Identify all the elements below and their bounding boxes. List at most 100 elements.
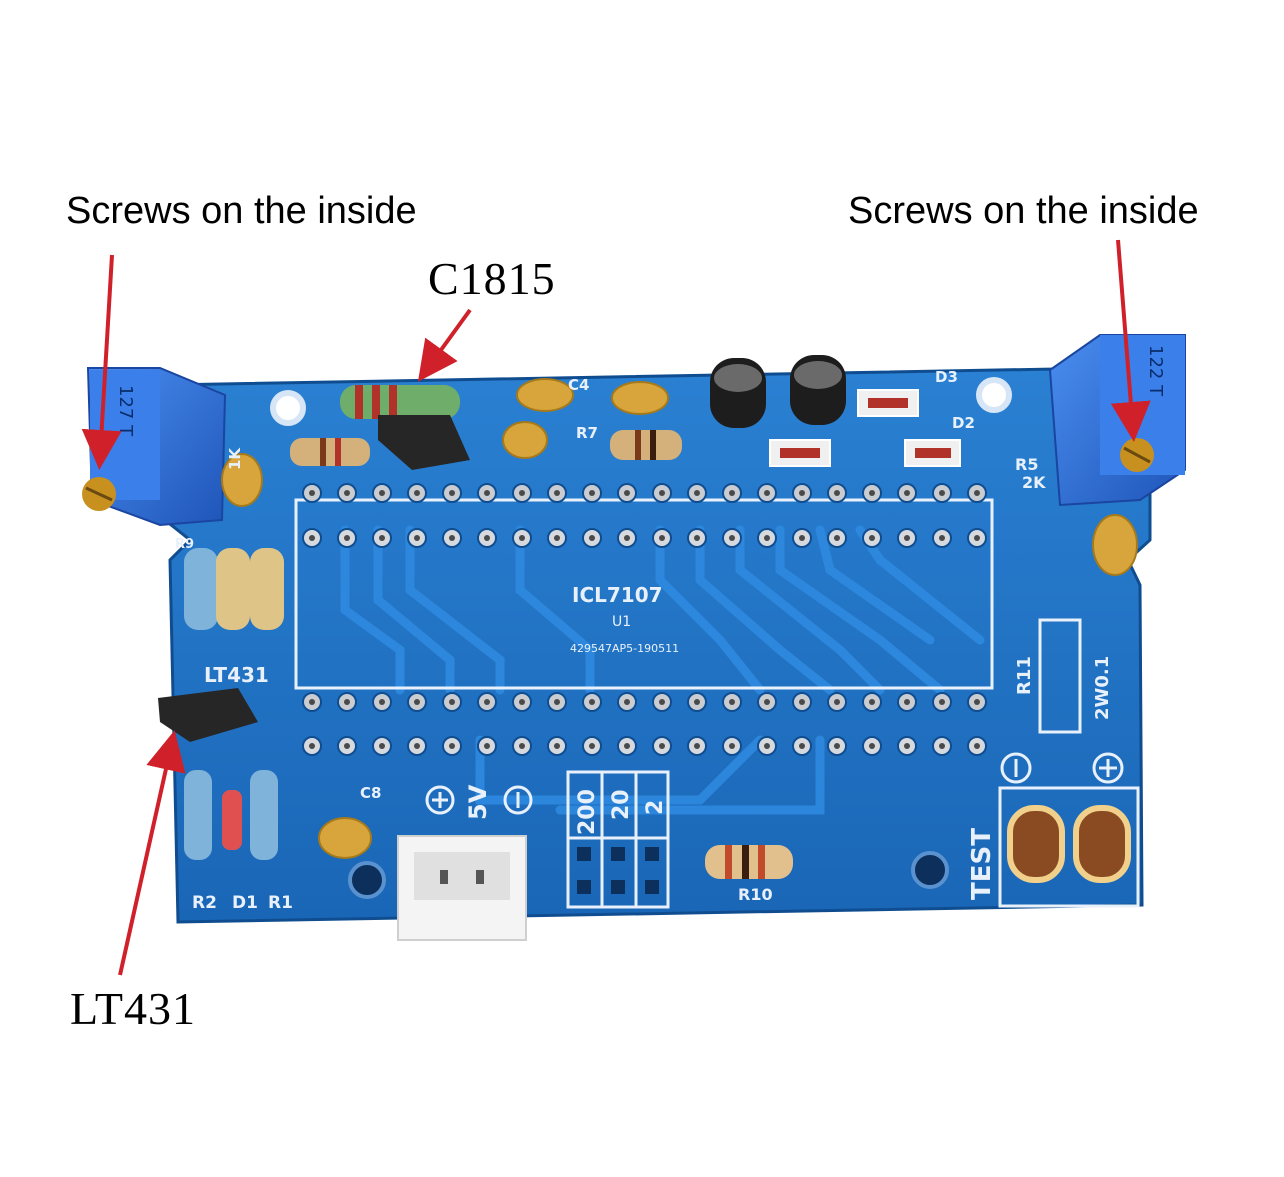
c1815-label: C1815: [428, 253, 556, 304]
pad-hole: [764, 535, 770, 541]
pad-hole: [799, 490, 805, 496]
pad-hole: [939, 490, 945, 496]
pad-hole: [624, 743, 630, 749]
right-screws-label: Screws on the inside: [848, 190, 1199, 232]
silk-lt431: LT431: [204, 663, 269, 687]
pad-hole: [519, 535, 525, 541]
test-terminals: TEST: [967, 752, 1140, 908]
chip-name: ICL7107: [572, 583, 663, 607]
power-5v-label: 5V: [464, 784, 492, 820]
lt431-arrow: [118, 730, 186, 976]
pad-hole: [519, 743, 525, 749]
mounting-holes: [270, 377, 1012, 899]
pad-hole: [624, 699, 630, 705]
diodes: [769, 389, 961, 467]
c1815-arrow: [417, 308, 472, 382]
pad-hole: [449, 490, 455, 496]
pad-hole: [904, 490, 910, 496]
pad-hole: [974, 490, 980, 496]
pad-hole: [449, 535, 455, 541]
chip-outline: [294, 498, 994, 690]
ceramic-capacitors: [221, 378, 1138, 859]
silk-r2: R2: [192, 893, 217, 913]
silk-r9: R9: [175, 537, 194, 552]
right-screws-arrow: [1110, 239, 1151, 442]
pad-hole: [869, 535, 875, 541]
pad-hole: [764, 699, 770, 705]
silk-d1: D1: [232, 893, 258, 913]
pad-hole: [834, 699, 840, 705]
copper-traces: [340, 525, 985, 815]
pad-hole: [764, 743, 770, 749]
pad-hole: [974, 699, 980, 705]
pad-hole: [939, 535, 945, 541]
pad-hole: [694, 535, 700, 541]
electrolytic-capacitors: [710, 355, 846, 428]
range-2: 2: [643, 800, 668, 815]
pad-hole: [484, 490, 490, 496]
pad-hole: [379, 743, 385, 749]
silk-c4: C4: [568, 376, 589, 394]
pad-hole: [624, 490, 630, 496]
pad-hole: [869, 743, 875, 749]
pad-hole: [554, 743, 560, 749]
pad-hole: [694, 699, 700, 705]
pad-hole: [414, 490, 420, 496]
pad-hole: [729, 490, 735, 496]
lt431-transistor: [158, 688, 258, 742]
resistors: [184, 385, 793, 879]
pad-rows: [302, 483, 987, 756]
pad-hole: [589, 490, 595, 496]
power-connector: 5V: [397, 784, 533, 941]
silk-d3: D3: [935, 368, 958, 386]
pad-hole: [344, 535, 350, 541]
silk-r11-value: 2W0.1: [1092, 656, 1113, 720]
silk-d2: D2: [952, 414, 975, 432]
pad-hole: [939, 743, 945, 749]
silk-r10: R10: [738, 885, 773, 904]
pad-hole: [589, 535, 595, 541]
silk-1k: 1K: [226, 447, 244, 470]
pad-hole: [764, 490, 770, 496]
pad-hole: [729, 699, 735, 705]
pad-hole: [519, 490, 525, 496]
left-potentiometer: 127 T: [82, 367, 227, 527]
pad-hole: [309, 743, 315, 749]
pad-hole: [589, 699, 595, 705]
pad-hole: [554, 490, 560, 496]
pad-hole: [484, 535, 490, 541]
pad-hole: [344, 743, 350, 749]
pad-hole: [904, 535, 910, 541]
left-screws-label: Screws on the inside: [66, 190, 417, 232]
pad-hole: [799, 743, 805, 749]
pad-hole: [729, 535, 735, 541]
pad-hole: [939, 699, 945, 705]
pad-hole: [659, 699, 665, 705]
range-selector: 200 20 2: [566, 770, 670, 909]
pot-left-label: 127 T: [115, 385, 136, 437]
pad-hole: [799, 535, 805, 541]
pad-hole: [904, 699, 910, 705]
pad-hole: [659, 743, 665, 749]
pad-hole: [694, 743, 700, 749]
pad-hole: [344, 699, 350, 705]
silk-r11: R11: [1014, 656, 1035, 695]
range-200: 200: [575, 789, 600, 835]
annotation-arrows: [81, 239, 1151, 976]
silk-r1: R1: [268, 893, 293, 913]
pad-hole: [519, 699, 525, 705]
chip-ref: U1: [612, 614, 631, 630]
pad-hole: [449, 743, 455, 749]
pad-hole: [974, 743, 980, 749]
pad-hole: [834, 490, 840, 496]
pad-hole: [554, 699, 560, 705]
right-potentiometer: 122 T: [1048, 334, 1186, 507]
pad-hole: [379, 535, 385, 541]
pad-hole: [729, 743, 735, 749]
pad-hole: [834, 743, 840, 749]
pad-hole: [974, 535, 980, 541]
pad-hole: [694, 490, 700, 496]
r11-outline: [1038, 618, 1082, 734]
pad-hole: [414, 535, 420, 541]
